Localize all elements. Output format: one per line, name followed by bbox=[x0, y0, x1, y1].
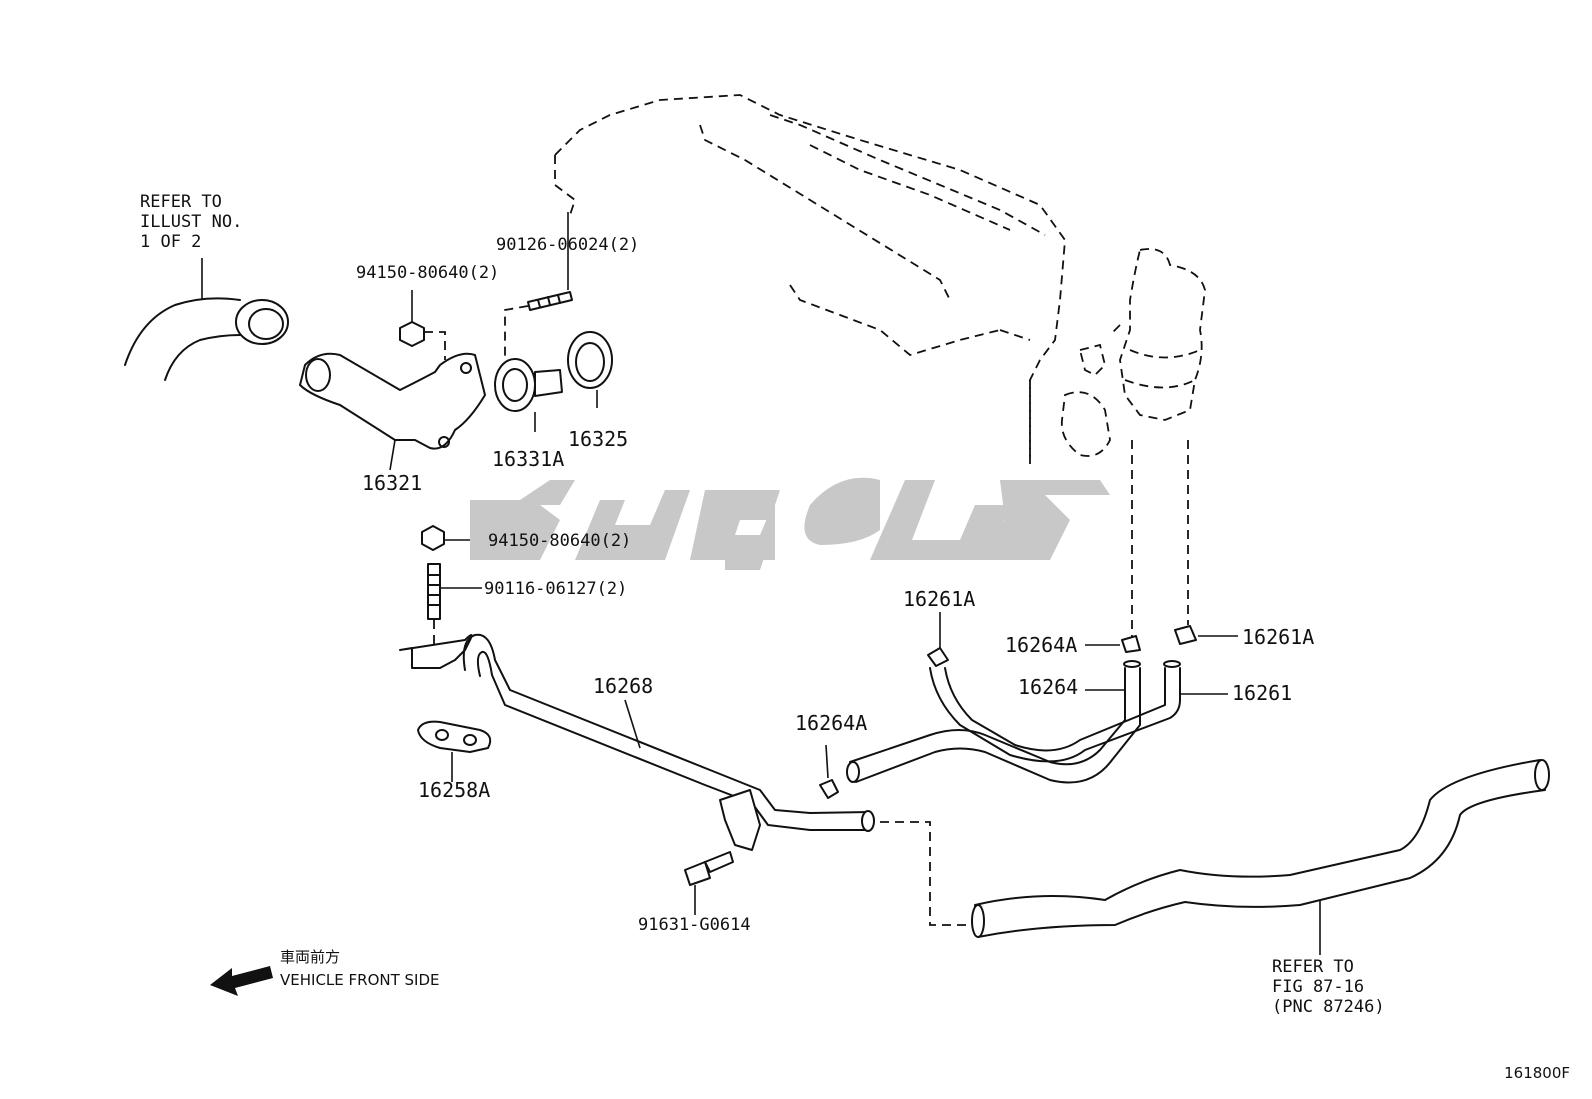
heater-hose bbox=[971, 759, 1550, 955]
refer-line-3: 1 OF 2 bbox=[140, 232, 201, 252]
engine-outline bbox=[554, 94, 1206, 640]
label-16321: 16321 bbox=[362, 471, 422, 495]
label-94150-top: 94150-80640(2) bbox=[356, 263, 499, 283]
water-outlet bbox=[299, 352, 486, 471]
label-16258A: 16258A bbox=[418, 778, 490, 802]
gasket-ring bbox=[567, 331, 613, 408]
label-91631: 91631-G0614 bbox=[638, 915, 751, 935]
thermostat bbox=[494, 358, 563, 432]
clamp-16261A-top bbox=[927, 612, 949, 667]
front-side-en: VEHICLE FRONT SIDE bbox=[280, 971, 440, 989]
label-16264A-mid: 16264A bbox=[795, 711, 867, 735]
label-16268: 16268 bbox=[593, 674, 653, 698]
label-94150-mid: 94150-80640(2) bbox=[488, 531, 631, 551]
label-16264A-right: 16264A bbox=[1005, 633, 1077, 657]
label-90126: 90126-06024(2) bbox=[496, 235, 639, 255]
refer-fig-line-3: (PNC 87246) bbox=[1272, 997, 1385, 1017]
figure-id: 161800F bbox=[1504, 1064, 1570, 1082]
stud-top bbox=[504, 212, 573, 360]
pipe-gasket bbox=[417, 720, 492, 782]
label-16261A-right: 16261A bbox=[1242, 625, 1314, 649]
refer-line-2: ILLUST NO. bbox=[140, 212, 242, 232]
front-side-jp: 車両前方 bbox=[280, 948, 340, 966]
bypass-pipe bbox=[399, 633, 972, 926]
front-arrow-icon bbox=[210, 966, 273, 996]
label-16264: 16264 bbox=[1018, 675, 1078, 699]
upper-radiator-hose bbox=[124, 258, 289, 381]
clamp-mid bbox=[819, 744, 839, 799]
water-hoses bbox=[846, 660, 1228, 784]
refer-fig-line-2: FIG 87-16 bbox=[1272, 977, 1364, 997]
bolt bbox=[684, 851, 734, 915]
label-16331A: 16331A bbox=[492, 447, 564, 471]
front-side-note: 車両前方 VEHICLE FRONT SIDE bbox=[280, 948, 440, 989]
reference-note-bottom-right: REFER TO FIG 87-16 (PNC 87246) bbox=[1272, 957, 1385, 1017]
label-16325: 16325 bbox=[568, 427, 628, 451]
stud-mid bbox=[427, 563, 482, 660]
label-16261: 16261 bbox=[1232, 681, 1292, 705]
clamp-16261A-right bbox=[1174, 625, 1238, 645]
clamp-16264A-right bbox=[1085, 635, 1141, 653]
refer-line-1: REFER TO bbox=[140, 192, 222, 212]
watermark-logo bbox=[470, 477, 1110, 570]
label-90116: 90116-06127(2) bbox=[484, 579, 627, 599]
refer-fig-line-1: REFER TO bbox=[1272, 957, 1354, 977]
reference-note-top-left: REFER TO ILLUST NO. 1 OF 2 bbox=[140, 192, 242, 252]
nut-top bbox=[399, 290, 446, 360]
label-16261A-top: 16261A bbox=[903, 587, 975, 611]
